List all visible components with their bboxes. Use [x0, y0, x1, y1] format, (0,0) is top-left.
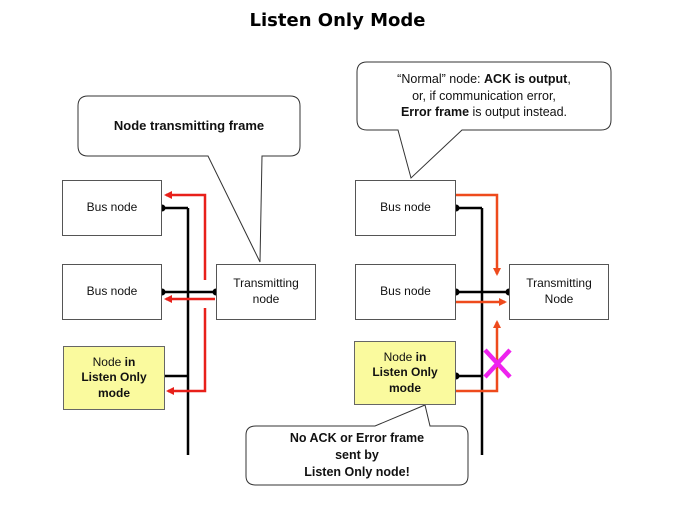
left-signal-arrow-3	[166, 308, 207, 395]
right-callout-l1-tail: ,	[567, 71, 571, 86]
right-listen-line1: Node in	[384, 350, 427, 366]
left-transmitting-line1: Transmitting	[233, 276, 299, 291]
right-callout-l3-normal: is output instead.	[469, 105, 568, 120]
left-bus-node-2: Bus node	[62, 264, 162, 320]
right-callout-line3: Error frame is output instead.	[401, 104, 567, 121]
bottom-callout-line3: Listen Only node!	[304, 464, 410, 479]
bottom-callout-text: No ACK or Error frame sent by Listen Onl…	[248, 428, 466, 483]
right-callout-l3-bold: Error frame	[400, 105, 470, 120]
right-signal-arrow-1	[456, 193, 501, 276]
right-transmitting-line2: Node	[544, 292, 574, 306]
bottom-callout-line1: No ACK or Error frame	[289, 431, 425, 446]
right-listen-line3: mode	[388, 380, 421, 395]
right-callout-l1-bold: ACK is output	[484, 71, 568, 86]
right-bus-node-2: Bus node	[355, 264, 456, 320]
page-title: Listen Only Mode	[249, 10, 426, 31]
right-listen-line2: Listen Only	[372, 365, 438, 380]
left-listen-line3: mode	[97, 385, 130, 400]
left-transmitting-line2: node	[252, 292, 280, 306]
right-transmitting-node: Transmitting Node	[509, 264, 609, 320]
right-callout-line1: “Normal” node: ACK is output,	[397, 71, 571, 88]
right-callout-l1-normal: “Normal” node:	[397, 71, 485, 86]
right-listen-line1-bold: in	[415, 349, 427, 364]
right-transmitting-line1: Transmitting	[526, 276, 592, 291]
left-listen-only-node: Node in Listen Only mode	[63, 346, 165, 410]
right-callout-bubble	[356, 61, 612, 179]
left-listen-line2: Listen Only	[81, 370, 147, 385]
left-listen-line1-bold: in	[124, 354, 136, 369]
bottom-callout-line2: sent by	[335, 448, 379, 463]
blocked-x-icon	[483, 348, 512, 379]
right-listen-only-node: Node in Listen Only mode	[354, 341, 456, 405]
left-callout-text: Node transmitting frame	[113, 118, 265, 134]
right-callout-text: “Normal” node: ACK is output, or, if com…	[359, 64, 609, 128]
bottom-callout-bubble	[245, 404, 469, 486]
left-transmitting-node: Transmitting node	[216, 264, 316, 320]
left-callout-bubble	[77, 95, 301, 263]
left-signal-arrow-1	[164, 191, 207, 280]
right-bus-node-1: Bus node	[355, 180, 456, 236]
right-signal-arrow-3	[456, 320, 501, 393]
right-listen-line1-normal: Node	[383, 349, 416, 364]
right-callout-line2: or, if communication error,	[412, 88, 556, 103]
left-bus-node-1: Bus node	[62, 180, 162, 236]
left-listen-line1-normal: Node	[92, 354, 125, 369]
left-listen-line1: Node in	[93, 355, 136, 371]
